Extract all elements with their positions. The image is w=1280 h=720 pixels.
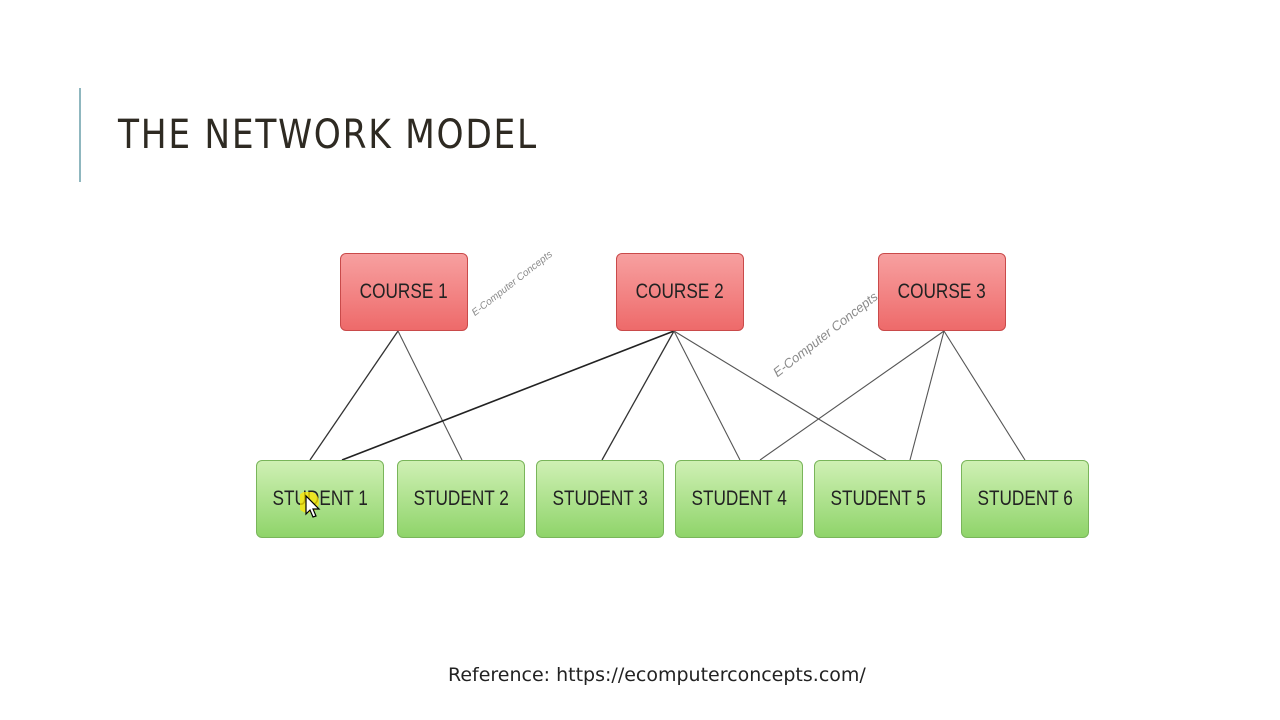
student-3-label: STUDENT 3 (552, 487, 648, 510)
student-6-node: STUDENT 6 (961, 460, 1089, 538)
mouse-pointer-icon (297, 491, 326, 527)
course-2-node: COURSE 2 (616, 253, 744, 331)
slide-title: THE NETWORK MODEL (118, 112, 538, 158)
edge-course2-student3 (601, 330, 675, 461)
edge-course3-student5 (909, 330, 945, 461)
edge-course2-student5 (673, 330, 887, 461)
student-5-node: STUDENT 5 (814, 460, 942, 538)
student-2-label: STUDENT 2 (413, 487, 509, 510)
course-3-node: COURSE 3 (878, 253, 1006, 331)
student-2-node: STUDENT 2 (397, 460, 525, 538)
edge-course3-student6 (943, 330, 1026, 461)
course-3-label: COURSE 3 (897, 280, 987, 303)
edge-course2-student4 (673, 330, 741, 461)
student-3-node: STUDENT 3 (536, 460, 664, 538)
student-4-label: STUDENT 4 (691, 487, 787, 510)
course-1-node: COURSE 1 (340, 253, 468, 331)
student-5-label: STUDENT 5 (830, 487, 926, 510)
course-1-label: COURSE 1 (359, 280, 449, 303)
edge-course1-student1 (309, 330, 399, 461)
reference-text: Reference: https://ecomputerconcepts.com… (448, 664, 866, 686)
student-1-node: STUDENT 1 (256, 460, 384, 538)
title-accent-bar (79, 88, 81, 182)
edge-course3-student4 (759, 330, 945, 461)
student-6-label: STUDENT 6 (977, 487, 1073, 510)
student-4-node: STUDENT 4 (675, 460, 803, 538)
edge-course2-student1 (341, 330, 675, 461)
edge-course1-student2 (397, 330, 463, 461)
course-2-label: COURSE 2 (635, 280, 725, 303)
student-1-label: STUDENT 1 (272, 487, 368, 510)
